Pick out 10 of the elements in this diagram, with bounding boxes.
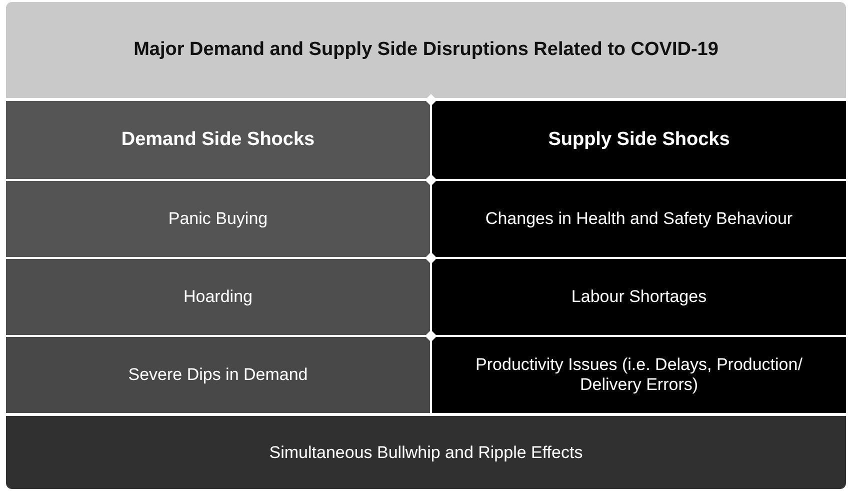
demand-item: Hoarding: [6, 259, 430, 335]
supply-item: Changes in Health and Safety Behaviour: [432, 181, 846, 257]
title-band: Major Demand and Supply Side Disruptions Related to COVID-19: [6, 2, 846, 98]
supply-item: Labour Shortages: [432, 259, 846, 335]
column-header: Supply Side Shocks: [432, 101, 846, 179]
demand-item: Severe Dips in Demand: [6, 337, 430, 413]
column-header: Demand Side Shocks: [6, 101, 430, 179]
supply-item: Productivity Issues (i.e. Delays, Production/ Delivery Errors): [432, 337, 846, 413]
demand-item: Panic Buying: [6, 181, 430, 257]
bottom-band: Simultaneous Bullwhip and Ripple Effects: [6, 416, 846, 489]
